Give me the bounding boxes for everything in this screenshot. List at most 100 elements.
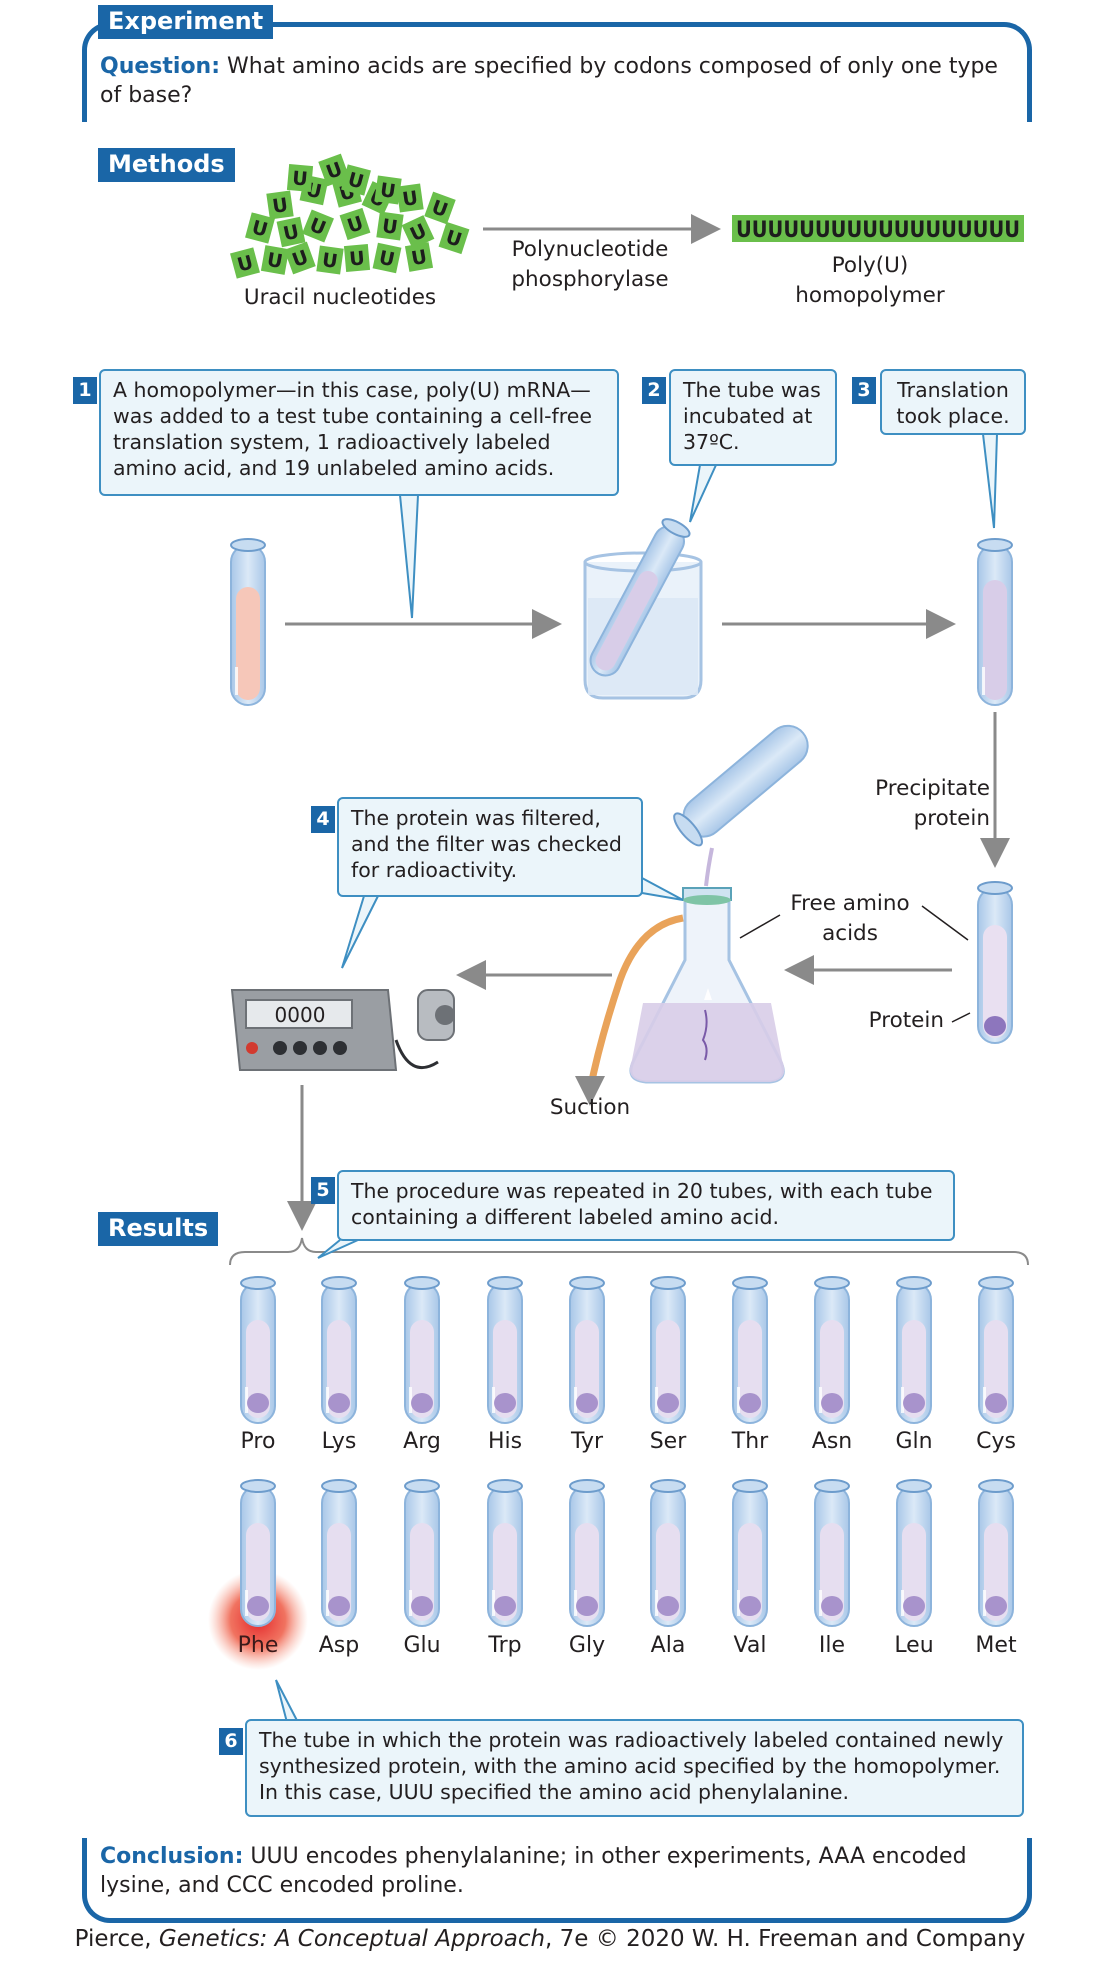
result-label-glu: Glu <box>403 1633 441 1658</box>
uracil-tile: U <box>318 153 350 187</box>
uracil-label: Uracil nucleotides <box>243 285 437 310</box>
uracil-tile: U <box>396 183 424 213</box>
uracil-tile: U <box>316 245 344 275</box>
test-tube-protein <box>977 881 1013 1044</box>
callout-step-4: The protein was filtered, and the filter… <box>337 797 643 897</box>
conclusion: Conclusion: UUU encodes phenylalanine; i… <box>100 1842 1010 1900</box>
step-6-number: 6 <box>219 1728 243 1755</box>
results-tag: Results <box>98 1212 219 1246</box>
uracil-tile: U <box>245 212 275 244</box>
experiment-tag: Experiment <box>98 5 274 39</box>
free-amino-leader-left <box>739 914 781 939</box>
conclusion-frame <box>82 1838 1032 1923</box>
question-text: What amino acids are specified by codons… <box>100 54 998 108</box>
result-tube-cys <box>978 1276 1014 1424</box>
result-tube-asp <box>321 1479 357 1627</box>
result-tube-val <box>732 1479 768 1627</box>
uracil-letter: U <box>289 246 311 272</box>
uracil-tile: U <box>424 191 456 225</box>
result-tube-phe <box>240 1479 276 1627</box>
result-tube-ile <box>814 1479 850 1627</box>
uracil-letter: U <box>345 212 366 238</box>
question-label: Question: <box>100 54 221 79</box>
uracil-tile: U <box>401 215 435 249</box>
methods-tag: Methods <box>98 148 235 182</box>
callout-step-2: The tube was incubated at 37ºC. <box>669 369 837 466</box>
uracil-tile: U <box>260 245 290 275</box>
result-tube-trp <box>487 1479 523 1627</box>
uracil-tile: U <box>266 190 294 220</box>
callout-step-1: A homopolymer—in this case, poly(U) mRNA… <box>99 369 619 496</box>
uracil-letter: U <box>377 247 397 272</box>
step-2-number: 2 <box>642 377 666 404</box>
callout-2-pointer <box>689 464 717 523</box>
result-tube-his <box>487 1276 523 1424</box>
polyu-sequence: UUUUUUUUUUUUUUUUUU <box>736 218 1020 243</box>
result-label-met: Met <box>975 1633 1017 1658</box>
protein-leader <box>951 1012 971 1023</box>
filter-flask <box>629 887 785 1084</box>
result-label-ile: Ile <box>818 1633 846 1658</box>
conclusion-text: UUU encodes phenylalanine; in other expe… <box>100 1844 967 1898</box>
result-label-ser: Ser <box>649 1429 687 1454</box>
question-frame <box>82 22 1032 122</box>
test-tube-translated <box>977 538 1013 706</box>
question: Question: What amino acids are specified… <box>100 52 1005 110</box>
callout-4-pointer <box>341 895 379 969</box>
result-label-gly: Gly <box>568 1633 606 1658</box>
callout-5-pointer <box>317 1239 359 1259</box>
uracil-letter: U <box>235 251 256 276</box>
result-tube-asn <box>814 1276 850 1424</box>
uracil-tile: U <box>343 244 371 272</box>
result-tube-met <box>978 1479 1014 1627</box>
uracil-tile: U <box>404 242 434 272</box>
result-label-his: His <box>487 1429 523 1454</box>
step-5-number: 5 <box>311 1177 335 1204</box>
result-label-phe: Phe <box>237 1633 279 1658</box>
free-amino-label-2: acids <box>822 921 878 946</box>
result-tube-leu <box>896 1479 932 1627</box>
result-label-gln: Gln <box>895 1429 933 1454</box>
uracil-letter: U <box>348 247 365 270</box>
result-label-trp: Trp <box>488 1633 522 1658</box>
callout-3-pointer <box>982 433 998 529</box>
counter-display: 0000 <box>275 1003 326 1027</box>
uracil-letter: U <box>323 158 345 184</box>
polymer-label-1: Poly(U) <box>831 253 909 278</box>
uracil-letter: U <box>410 246 429 270</box>
pouring-tube <box>673 724 809 847</box>
result-label-asn: Asn <box>811 1429 853 1454</box>
uracil-letter: U <box>321 249 339 273</box>
free-amino-leader-right <box>921 905 969 941</box>
callout-step-3: Translation took place. <box>880 369 1026 435</box>
result-tube-gly <box>569 1479 605 1627</box>
polyu-bar <box>732 215 1024 242</box>
precipitate-label-2: protein <box>913 806 990 831</box>
result-tube-glu <box>404 1479 440 1627</box>
conclusion-label: Conclusion: <box>100 1844 244 1869</box>
credit-line: Pierce, Genetics: A Conceptual Approach,… <box>0 1926 1100 1952</box>
uracil-letter: U <box>345 168 366 193</box>
result-label-pro: Pro <box>240 1429 276 1454</box>
uracil-tile: U <box>341 164 371 196</box>
callout-1-pointer <box>399 494 419 619</box>
uracil-letter: U <box>271 194 289 218</box>
uracil-letter: U <box>381 215 399 239</box>
uracil-letter: U <box>379 179 397 203</box>
step-4-number: 4 <box>311 806 335 833</box>
water-bath-beaker <box>583 518 703 700</box>
credit-title: Genetics: A Conceptual Approach <box>158 1926 546 1952</box>
result-tube-lys <box>321 1276 357 1424</box>
protein-label: Protein <box>868 1008 944 1033</box>
pour-stream <box>704 847 714 887</box>
step-3-number: 3 <box>852 377 876 404</box>
result-tube-pro <box>240 1276 276 1424</box>
precipitate-label-1: Precipitate <box>875 776 990 801</box>
uracil-tile: U <box>438 221 470 255</box>
uracil-tile: U <box>376 211 404 241</box>
polymer-label-2: homopolymer <box>795 283 945 308</box>
uracil-tile: U <box>372 242 402 274</box>
result-label-arg: Arg <box>403 1429 441 1454</box>
enzyme-label-2: phosphorylase <box>511 267 669 292</box>
result-tube-gln <box>896 1276 932 1424</box>
